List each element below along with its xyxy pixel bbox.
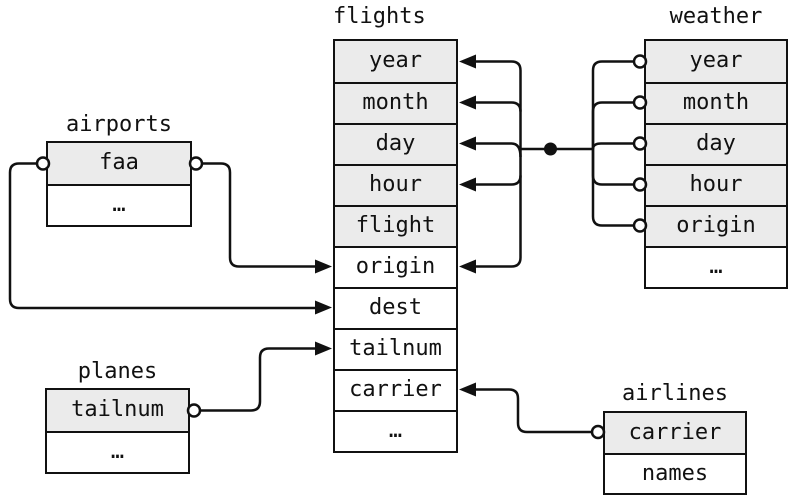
relationship-airports-faa-to-flights-origin (202, 162, 332, 274)
flights-row-dest: dest (335, 286, 456, 328)
weather-day-branch (591, 142, 634, 150)
weather-row-month: month (646, 81, 786, 123)
planes-row-tailnum: tailnum (47, 389, 188, 431)
flights-row-hour: hour (335, 163, 456, 205)
flights-hour-branch (474, 175, 522, 186)
flights-row-day: day (335, 122, 456, 164)
flights-row-flight: flight (335, 204, 456, 246)
planes-row-ellipsis: … (47, 430, 188, 472)
flights-origin-branch (474, 149, 522, 268)
flights-table: year month day hour flight origin dest t… (333, 38, 458, 453)
flights-row-month: month (335, 81, 456, 123)
relationship-weather-bus (459, 54, 634, 274)
arrowhead-icon (459, 382, 476, 397)
flights-row-ellipsis: … (335, 409, 456, 451)
arrowhead-icon (459, 259, 476, 274)
weather-year-branch (591, 60, 634, 149)
airports-row-faa: faa (48, 142, 190, 184)
weather-month-branch (591, 101, 634, 149)
weather-row-hour: hour (646, 163, 786, 205)
flights-row-year: year (335, 40, 456, 82)
arrowhead-icon (315, 341, 332, 356)
arrowhead-icon (459, 136, 476, 151)
arrowhead-icon (459, 95, 476, 110)
flights-row-tailnum: tailnum (335, 327, 456, 369)
weather-row-day: day (646, 122, 786, 164)
planes-table-title: planes (77, 359, 158, 384)
flights-row-origin: origin (335, 245, 456, 287)
airlines-row-names: names (605, 452, 745, 493)
junction-dot-icon (544, 142, 557, 156)
airports-table-title: airports (66, 112, 172, 137)
airlines-table-title: airlines (622, 381, 728, 406)
weather-row-year: year (646, 40, 786, 82)
flights-month-branch (474, 101, 522, 112)
flights-day-branch (474, 142, 522, 158)
weather-row-ellipsis: … (646, 245, 786, 287)
relationship-planes-tailnum-to-flights-tailnum (200, 341, 332, 412)
arrowhead-icon (459, 177, 476, 192)
airports-row-ellipsis: … (48, 183, 190, 225)
airlines-table: carrier names (603, 410, 747, 495)
arrowhead-icon (315, 259, 332, 274)
flights-row-carrier: carrier (335, 368, 456, 410)
airports-table: faa … (46, 140, 192, 227)
weather-table-title: weather (669, 4, 763, 29)
weather-row-origin: origin (646, 204, 786, 246)
planes-table: tailnum … (45, 387, 190, 474)
weather-table: year month day hour origin … (644, 38, 788, 289)
arrowhead-icon (315, 300, 332, 315)
relationship-airlines-carrier-to-flights-carrier (459, 382, 592, 434)
flights-table-title: flights (333, 4, 426, 29)
arrowhead-icon (459, 54, 476, 69)
weather-origin-branch (591, 149, 634, 227)
weather-hour-branch (591, 149, 634, 186)
flights-year-branch (474, 60, 522, 149)
airlines-row-carrier: carrier (605, 412, 745, 453)
